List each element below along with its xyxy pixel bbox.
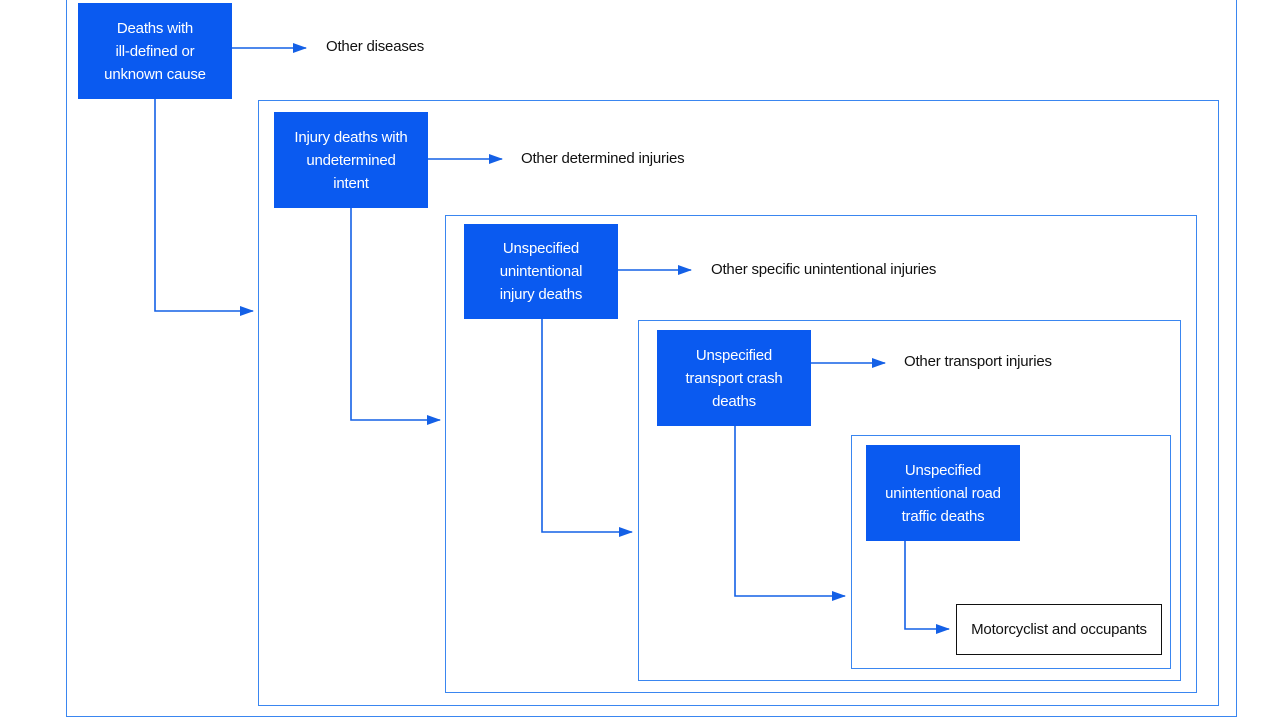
box-line: Unspecified: [502, 240, 580, 257]
arrow-into-level-3: [350, 208, 441, 425]
frame-level-2: [258, 100, 1219, 706]
box-line: ill-defined or: [115, 42, 195, 60]
box-unspecified-unintentional-injury: Unspecified unintentional injury deaths: [464, 224, 618, 319]
box-ill-defined-deaths: Deaths with ill-defined or unknown cause: [78, 3, 232, 99]
frame-level-1: [66, 0, 1237, 717]
arrow-into-level-4: [541, 319, 633, 537]
box-line: unknown cause: [104, 65, 206, 83]
box-line: transport crash: [685, 369, 783, 387]
box-unspecified-transport-crash: Unspecified transport crash deaths: [657, 330, 811, 426]
label-other-diseases: Other diseases: [326, 38, 425, 55]
box-line: Unspecified: [904, 461, 982, 479]
arrow-into-level-5: [734, 426, 846, 601]
label-other-specific-unintentional-injuries: Other specific unintentional injuries: [711, 261, 937, 278]
label-other-determined-injuries: Other determined injuries: [521, 150, 685, 167]
box-line: deaths: [712, 392, 756, 410]
box-line: injury deaths: [499, 286, 583, 303]
box-line: Deaths with: [116, 19, 194, 37]
arrow-into-level-2: [154, 99, 254, 316]
box-unspecified-road-traffic: Unspecified unintentional road traffic d…: [866, 445, 1020, 541]
box-undetermined-intent: Injury deaths with undetermined intent: [274, 112, 428, 208]
box-line: unintentional road: [885, 484, 1001, 502]
box-line: Injury deaths with: [294, 128, 408, 146]
frame-level-4: [638, 320, 1181, 681]
box-motorcyclist-and-occupants: Motorcyclist and occupants: [956, 604, 1162, 655]
box-line: unintentional: [499, 263, 583, 280]
frame-level-5: [851, 435, 1171, 669]
box-line: undetermined: [306, 151, 396, 169]
frame-level-3: [445, 215, 1197, 693]
label-other-transport-injuries: Other transport injuries: [904, 353, 1052, 370]
box-line: traffic deaths: [901, 507, 985, 525]
arrow-to-motorcyclist: [904, 541, 950, 634]
box-line: intent: [333, 174, 369, 192]
box-line: Unspecified: [695, 346, 773, 364]
